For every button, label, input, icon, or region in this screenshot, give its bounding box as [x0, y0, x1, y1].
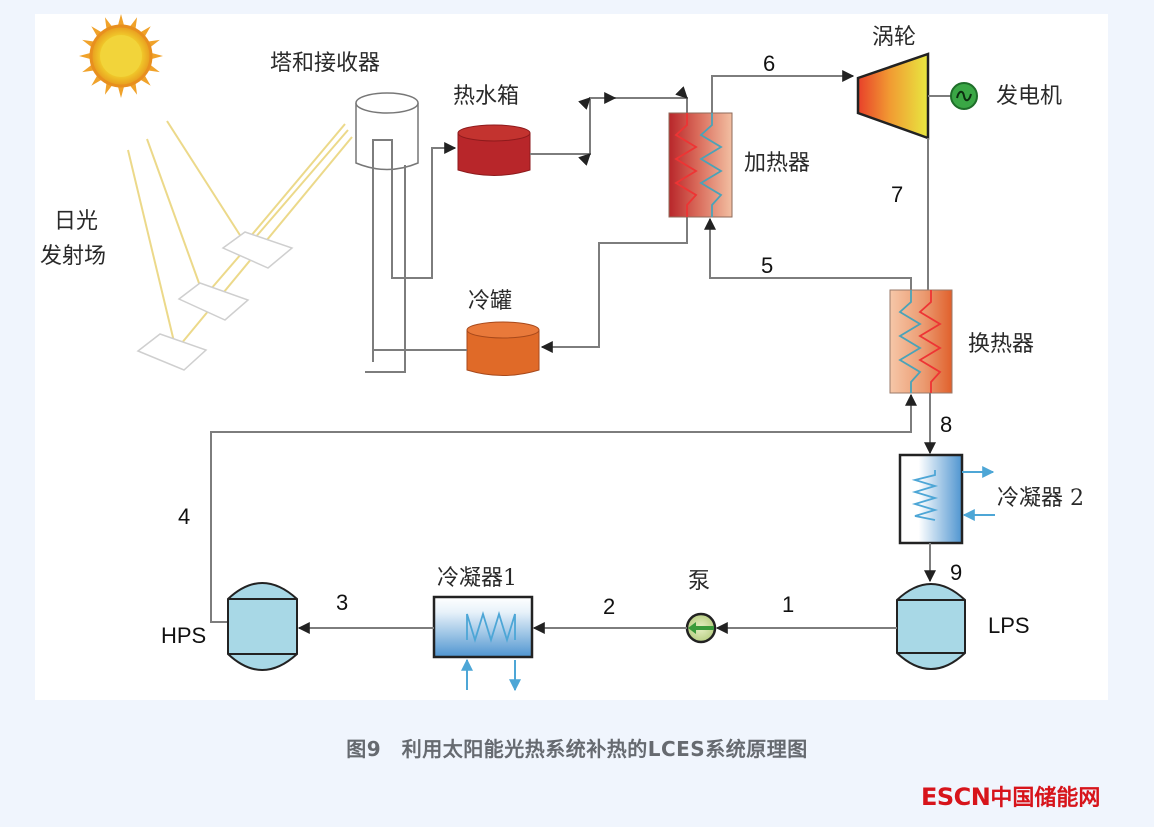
stream-label-4: 4	[178, 504, 190, 529]
heliostat-mirror	[136, 333, 208, 371]
cold-tank	[466, 321, 540, 376]
condenser-2	[898, 453, 995, 545]
sun-ray	[127, 149, 177, 351]
pipe-receiver-return	[365, 165, 406, 373]
label-hot-tank: 热水箱	[453, 84, 519, 109]
sun-spike	[117, 14, 125, 27]
sun-ray	[146, 138, 205, 298]
pipe-hot-tank-to-heater	[530, 86, 688, 166]
heat-exchanger	[889, 289, 953, 394]
stream-label-1: 1	[782, 592, 794, 617]
sun-ray	[166, 120, 246, 244]
condenser-1	[432, 595, 534, 692]
stream-label-8: 8	[940, 412, 952, 437]
logo-cn: 中国储能网	[990, 786, 1101, 811]
label-sun-field-line1: 日光	[54, 209, 98, 234]
stream-5-pipe	[704, 217, 912, 290]
generator-icon	[950, 82, 978, 110]
stream-4-pipe	[210, 393, 917, 623]
label-lps: LPS	[988, 613, 1030, 638]
label-heater: 加热器	[744, 151, 810, 176]
pipe-heater-to-cold-tank	[540, 217, 688, 353]
label-hps: HPS	[161, 623, 206, 648]
label-tower-receiver: 塔和接收器	[270, 51, 380, 76]
heliostat-field	[127, 120, 353, 371]
sun-spike	[79, 52, 92, 60]
label-cold-tank: 冷罐	[468, 289, 512, 314]
tower-receiver	[355, 92, 419, 171]
stream-label-5: 5	[761, 253, 773, 278]
label-turbine: 涡轮	[872, 25, 916, 50]
label-condenser-1: 冷凝器1	[437, 566, 517, 591]
sun-icon	[79, 14, 163, 98]
pump-icon	[685, 612, 717, 644]
hps-tank	[227, 582, 298, 671]
figure-caption: 图9 利用太阳能光热系统补热的LCES系统原理图	[346, 737, 808, 761]
stream-label-9: 9	[950, 560, 962, 585]
heliostat-mirror	[221, 231, 294, 269]
stream-label-3: 3	[336, 590, 348, 615]
label-pump: 泵	[688, 569, 710, 594]
heliostat-mirror	[177, 282, 250, 321]
stream-label-7: 7	[891, 182, 903, 207]
turbine	[856, 52, 930, 140]
reflected-ray	[244, 123, 346, 244]
lps-tank	[896, 583, 966, 670]
label-condenser-2: 冷凝器 2	[997, 486, 1084, 511]
logo-latin: ESCN	[921, 783, 991, 811]
label-heat-exchanger: 换热器	[968, 332, 1034, 357]
pipe-receiver-riser	[372, 139, 457, 362]
stream-label-2: 2	[603, 594, 615, 619]
hot-water-tank	[457, 124, 531, 176]
stream-6-pipe	[711, 70, 855, 113]
reflected-ray	[203, 129, 349, 298]
escn-logo[interactable]: ESCN中国储能网	[921, 780, 1100, 812]
label-generator: 发电机	[996, 84, 1062, 109]
sun-spike	[117, 85, 125, 98]
stream-label-6: 6	[763, 51, 775, 76]
heater	[668, 112, 733, 218]
label-sun-field-line2: 发射场	[40, 244, 106, 269]
sun-spike	[150, 52, 163, 60]
